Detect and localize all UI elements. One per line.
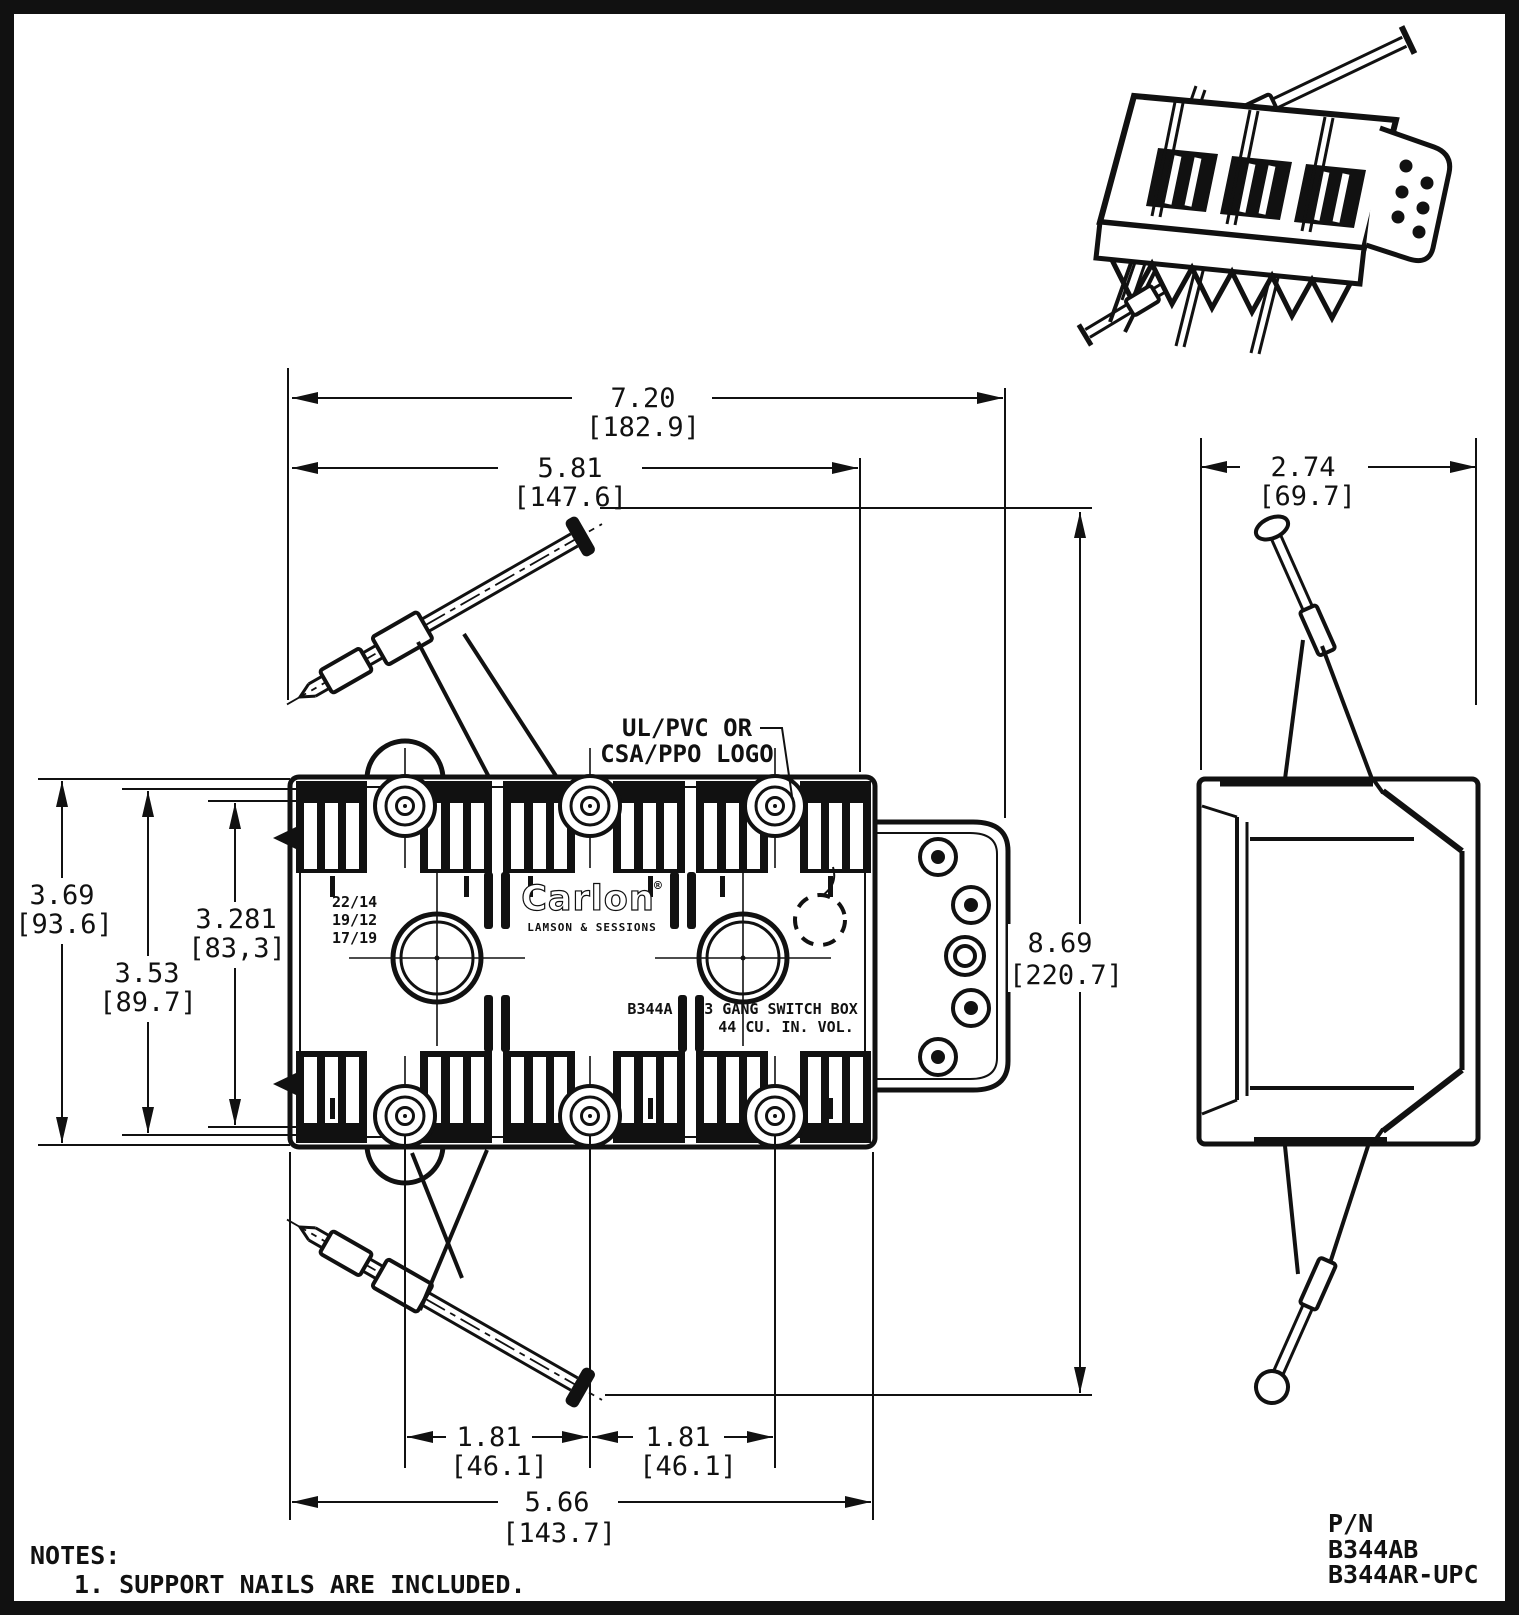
dim-overall-width: 7.20 [182.9] bbox=[287, 368, 1006, 818]
side-view: 2.74 [69.7] bbox=[1196, 438, 1481, 1405]
brand-logo: Carlon bbox=[521, 879, 655, 919]
dim-opening-height-mm: [83,3] bbox=[188, 933, 286, 964]
isometric-view bbox=[1076, 25, 1453, 355]
dim-overall-height: 8.69 [220.7] bbox=[600, 507, 1123, 1396]
left-clamp-tab bbox=[273, 827, 296, 849]
wire-entry-combs-bottom bbox=[296, 1051, 871, 1143]
dim-depth-in: 2.74 bbox=[1270, 452, 1335, 483]
dim-opening-height-in: 3.281 bbox=[195, 904, 276, 935]
logo-callout: UL/PVC OR CSA/PPO LOGO bbox=[600, 714, 793, 797]
knockout-left bbox=[349, 870, 525, 1046]
side-nail-top bbox=[1253, 514, 1337, 657]
dim-opening-height: 3.281 [83,3] bbox=[186, 800, 310, 1128]
wire-entry-combs-top bbox=[296, 781, 871, 873]
dim-nail-span: 5.81 [147.6] bbox=[292, 453, 861, 772]
wire-gauge-marking-1: 22/14 bbox=[332, 893, 377, 911]
dim-gang-pitch-left-mm: [46.1] bbox=[450, 1451, 548, 1482]
dim-overall-width-in: 7.20 bbox=[610, 383, 675, 414]
dim-depth: 2.74 [69.7] bbox=[1200, 438, 1477, 770]
dim-overall-height-mm: [220.7] bbox=[1009, 960, 1123, 991]
part-number-2: B344AR-UPC bbox=[1328, 1560, 1479, 1589]
dim-body-width-mm: [143.7] bbox=[502, 1518, 616, 1549]
wire-gauge-marking-2: 19/12 bbox=[332, 911, 377, 929]
dim-mid-height-mm: [89.7] bbox=[99, 987, 197, 1018]
brand-subtitle: LAMSON & SESSIONS bbox=[527, 921, 657, 934]
dim-gang-pitch-right-mm: [46.1] bbox=[639, 1451, 737, 1482]
support-nail-top bbox=[286, 516, 603, 781]
logo-callout-line2: CSA/PPO LOGO bbox=[600, 740, 773, 768]
dim-body-width-in: 5.66 bbox=[524, 1487, 589, 1518]
bracket-nail-holes bbox=[918, 837, 991, 1077]
registered-mark: ® bbox=[654, 879, 662, 894]
mold-ticks bbox=[330, 876, 833, 1119]
dim-overall-width-mm: [182.9] bbox=[586, 412, 700, 443]
dim-mid-height-in: 3.53 bbox=[114, 958, 179, 989]
description-line2: 44 CU. IN. VOL. bbox=[718, 1018, 853, 1036]
dim-mid-height: 3.53 [89.7] bbox=[98, 788, 300, 1136]
notes-heading: NOTES: bbox=[30, 1541, 120, 1570]
part-number-heading: P/N bbox=[1328, 1509, 1373, 1538]
model-marking: B344A bbox=[627, 1000, 672, 1018]
dim-flange-height: 3.69 [93.6] bbox=[15, 778, 290, 1146]
description-line1: 3 GANG SWITCH BOX bbox=[704, 1000, 858, 1018]
dim-gang-pitch-right-in: 1.81 bbox=[645, 1422, 710, 1453]
logo-location-circle bbox=[793, 893, 847, 947]
wire-gauge-marking-3: 17/19 bbox=[332, 929, 377, 947]
dim-depth-mm: [69.7] bbox=[1258, 481, 1356, 512]
screw-bosses bbox=[373, 748, 807, 1186]
knockout-right bbox=[655, 870, 831, 1046]
side-nail-bottom bbox=[1254, 1256, 1338, 1405]
dim-overall-height-in: 8.69 bbox=[1027, 928, 1092, 959]
dim-gang-pitch-left-in: 1.81 bbox=[456, 1422, 521, 1453]
note-1: 1. SUPPORT NAILS ARE INCLUDED. bbox=[74, 1570, 526, 1599]
left-clamp-tab bbox=[273, 1073, 296, 1095]
dim-body-width: 5.66 [143.7] bbox=[289, 1152, 874, 1549]
dim-nail-span-in: 5.81 bbox=[537, 453, 602, 484]
dim-flange-height-in: 3.69 bbox=[29, 880, 94, 911]
dim-gang-pitch: 1.81 [46.1] 1.81 [46.1] bbox=[404, 1134, 776, 1482]
front-view: 22/14 19/12 17/19 Carlon ® LAMSON & SESS… bbox=[273, 516, 1011, 1408]
support-nail-bottom bbox=[286, 1149, 603, 1408]
part-number-1: B344AB bbox=[1328, 1535, 1418, 1564]
double-bar-marks bbox=[484, 872, 704, 1052]
logo-callout-line1: UL/PVC OR bbox=[622, 714, 753, 742]
dim-flange-height-mm: [93.6] bbox=[15, 909, 113, 940]
logo-callout-leader bbox=[760, 727, 793, 797]
